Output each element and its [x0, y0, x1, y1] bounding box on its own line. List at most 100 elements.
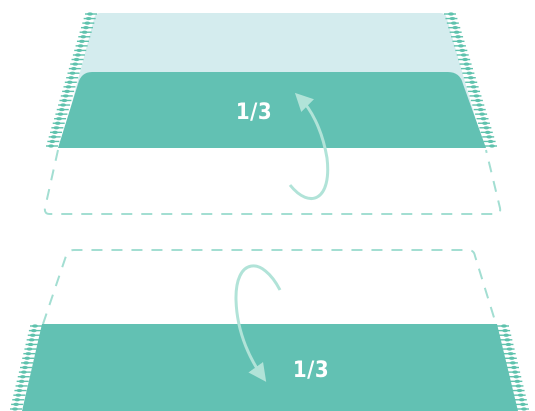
fringe-knot	[14, 398, 21, 402]
fringe-knot	[85, 16, 92, 21]
fringe-knot	[464, 67, 471, 71]
fringe-knot	[521, 407, 527, 411]
fringe-knot	[65, 85, 72, 89]
fold-step-2: 1/3	[10, 249, 529, 411]
fringe-knot	[13, 402, 20, 406]
fringe-knot	[448, 12, 454, 16]
fringe-knot	[479, 112, 486, 116]
fringe-knot	[81, 30, 88, 34]
fringe-knot	[453, 30, 460, 34]
fringe-knot	[483, 126, 490, 130]
dashed-outline-unfolded-top	[43, 149, 502, 215]
fringe-knot	[52, 130, 59, 134]
fringe-knot	[469, 80, 476, 84]
fringe-knot	[489, 144, 495, 148]
fringe-knot	[513, 375, 520, 379]
fringe-knot	[466, 71, 473, 75]
fringe-knot	[502, 329, 509, 333]
fringe-knot	[78, 39, 85, 43]
fringe-knot	[463, 62, 470, 66]
fringe-knot	[20, 370, 27, 374]
fringe-knot	[472, 89, 479, 93]
fringe-right-top	[444, 12, 497, 148]
fringe-knot	[48, 144, 54, 148]
fringe-knot	[29, 333, 36, 337]
fringe-knot	[506, 347, 513, 351]
fringe-knot	[504, 338, 511, 342]
fringe-knot	[474, 98, 481, 103]
fringe-knot	[19, 375, 26, 379]
fringe-knot	[516, 388, 523, 393]
fringe-knot	[69, 71, 76, 75]
fringe-knot	[486, 135, 493, 139]
fraction-label-top: 1/3	[236, 100, 272, 125]
folded-third-top	[58, 72, 486, 148]
fringe-knot	[56, 117, 63, 121]
fringe-knot	[457, 44, 464, 48]
fringe-knot	[470, 85, 477, 89]
fringe-knot	[82, 26, 89, 30]
fringe-knot	[505, 342, 512, 347]
fringe-knot	[77, 44, 84, 48]
fringe-knot	[53, 126, 60, 130]
fringe-knot	[87, 12, 93, 16]
fringe-left-bottom	[10, 324, 42, 411]
fringe-knot	[24, 356, 31, 360]
fringe-knot	[518, 398, 525, 402]
fringe-knot	[62, 94, 69, 98]
fringe-knot	[477, 107, 484, 112]
fringe-knot	[50, 135, 57, 139]
fringe-knot	[503, 333, 510, 337]
fringe-knot	[450, 21, 457, 25]
fringe-knot	[73, 57, 80, 62]
fringe-knot	[23, 361, 30, 365]
fringe-knot	[28, 338, 35, 342]
fringe-knot	[484, 130, 491, 134]
fringe-knot	[449, 16, 456, 21]
fringe-left-top	[46, 12, 97, 148]
fringe-knot	[80, 35, 87, 39]
fringe-knot	[473, 94, 480, 98]
fringe-knot	[30, 329, 37, 333]
fringe-knot	[476, 103, 483, 107]
fringe-knot	[76, 48, 83, 53]
fringe-knot	[480, 117, 487, 121]
fringe-knot	[54, 121, 61, 125]
fringe-knot	[514, 379, 521, 383]
fringe-knot	[17, 384, 24, 388]
fringe-knot	[508, 356, 515, 360]
fringe-knot	[459, 48, 466, 53]
fringe-knot	[15, 393, 22, 397]
folded-third-bottom	[22, 324, 518, 411]
fringe-knot	[512, 370, 519, 374]
fringe-knot	[25, 352, 32, 356]
fringe-right-bottom	[497, 324, 529, 411]
fringe-knot	[58, 107, 65, 112]
fold-step-1: 1/3	[43, 12, 502, 215]
dashed-outline-unfolded-bottom	[42, 249, 497, 325]
fringe-knot	[481, 121, 488, 125]
fringe-knot	[66, 80, 73, 84]
fringe-knot	[462, 57, 469, 62]
fringe-knot	[455, 35, 462, 39]
fringe-knot	[487, 139, 494, 144]
fringe-knot	[49, 139, 56, 144]
fringe-knot	[18, 379, 25, 383]
fringe-knot	[456, 39, 463, 43]
fringe-knot	[509, 361, 516, 365]
fold-arrow-up	[288, 92, 330, 200]
fringe-knot	[72, 62, 79, 66]
fringe-knot	[501, 324, 507, 328]
fringe-knot	[519, 402, 526, 406]
fringe-knot	[84, 21, 91, 25]
fringe-knot	[16, 388, 23, 393]
fringe-knot	[70, 67, 77, 71]
fringe-knot	[515, 384, 522, 388]
fringe-knot	[452, 26, 459, 30]
fringe-knot	[467, 76, 474, 80]
fringe-knot	[74, 53, 81, 57]
fold-arrow-down	[234, 264, 282, 382]
fringe-knot	[511, 365, 517, 370]
fraction-label-bottom: 1/3	[293, 358, 329, 383]
